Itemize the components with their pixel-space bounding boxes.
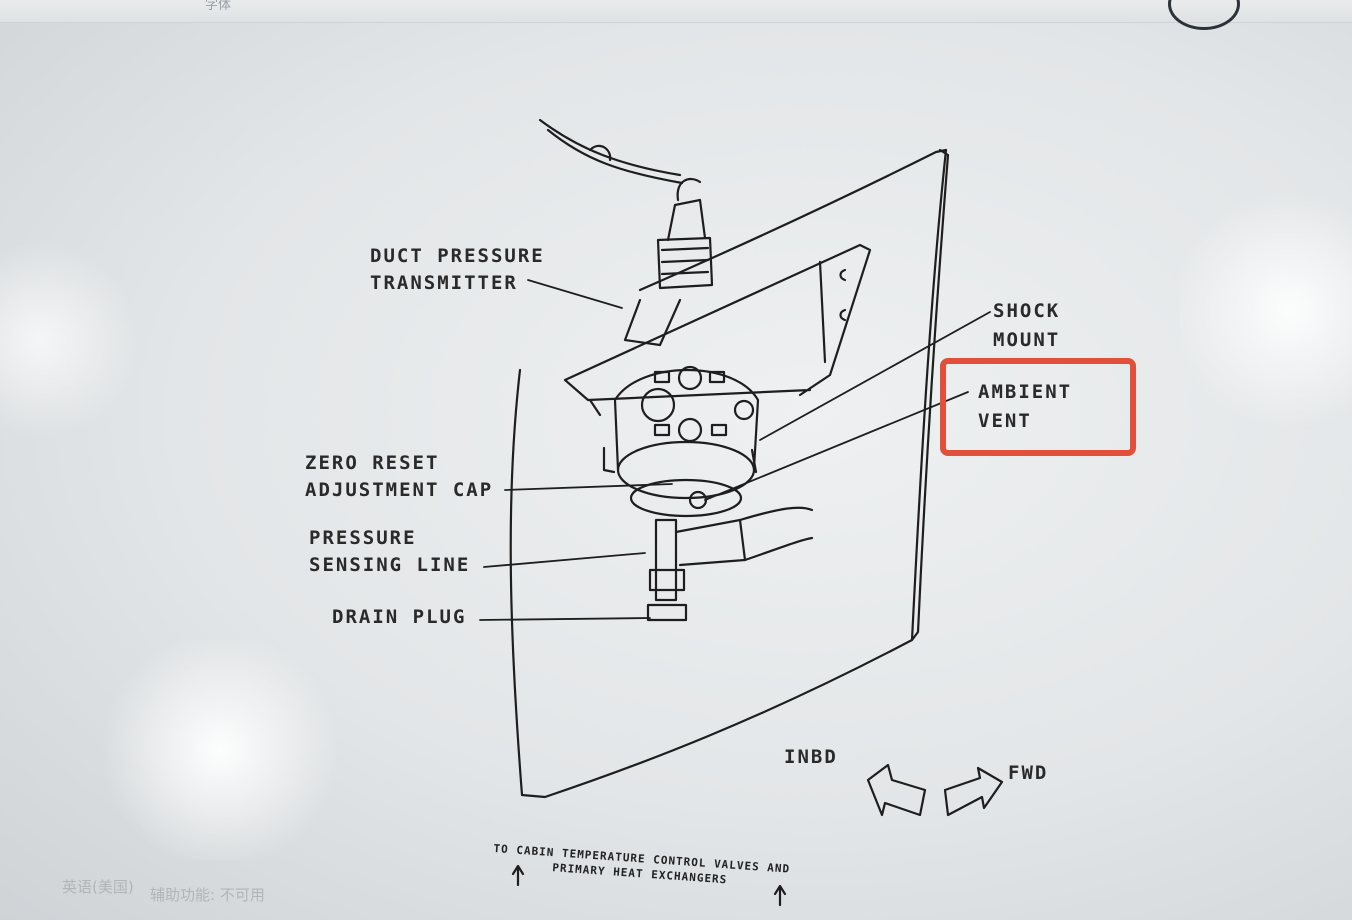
label-pressure-sensing-line: PRESSURE SENSING LINE bbox=[309, 525, 470, 579]
status-bar: 英语(美国) 辅助功能: 不可用 bbox=[0, 862, 1352, 920]
label-duct-pressure-transmitter: DUCT PRESSURE TRANSMITTER bbox=[370, 243, 545, 297]
label-line: ZERO RESET bbox=[305, 452, 440, 474]
label-line: TRANSMITTER bbox=[370, 272, 518, 294]
label-zero-reset: ZERO RESET ADJUSTMENT CAP bbox=[305, 450, 493, 504]
label-ambient-vent: AMBIENT VENT bbox=[978, 378, 1072, 436]
screen-glare bbox=[0, 240, 140, 440]
status-accessibility[interactable]: 辅助功能: 不可用 bbox=[150, 886, 265, 904]
bracket bbox=[563, 243, 872, 417]
label-line: VENT bbox=[978, 410, 1032, 432]
panel-edge bbox=[910, 148, 950, 642]
label-fwd: FWD bbox=[1008, 762, 1049, 784]
screen-glare bbox=[90, 640, 350, 860]
label-line: PRESSURE bbox=[309, 527, 417, 549]
fwd-arrow-icon bbox=[943, 766, 1004, 817]
label-inbd: INBD bbox=[784, 746, 838, 768]
label-line: ADJUSTMENT CAP bbox=[305, 479, 494, 501]
ambient-vent-port bbox=[688, 490, 708, 510]
ribbon-caption: 字体 bbox=[205, 0, 232, 13]
label-line: AMBIENT bbox=[978, 381, 1073, 403]
label-line: DUCT PRESSURE bbox=[370, 245, 545, 267]
label-line: SENSING LINE bbox=[309, 554, 471, 576]
inbd-arrow-icon bbox=[866, 763, 927, 817]
label-line: MOUNT bbox=[993, 329, 1061, 351]
panel-outline bbox=[509, 148, 948, 799]
cable bbox=[538, 118, 684, 185]
leader-lines bbox=[479, 279, 991, 621]
status-language[interactable]: 英语(美国) bbox=[62, 878, 134, 896]
label-drain-plug: DRAIN PLUG bbox=[332, 606, 467, 628]
label-line: SHOCK bbox=[993, 300, 1061, 322]
ribbon-strip: 字体 bbox=[0, 0, 1352, 23]
highlight-box bbox=[940, 358, 1136, 456]
label-shock-mount: SHOCK MOUNT bbox=[993, 297, 1060, 355]
screen-glare bbox=[1180, 180, 1352, 440]
